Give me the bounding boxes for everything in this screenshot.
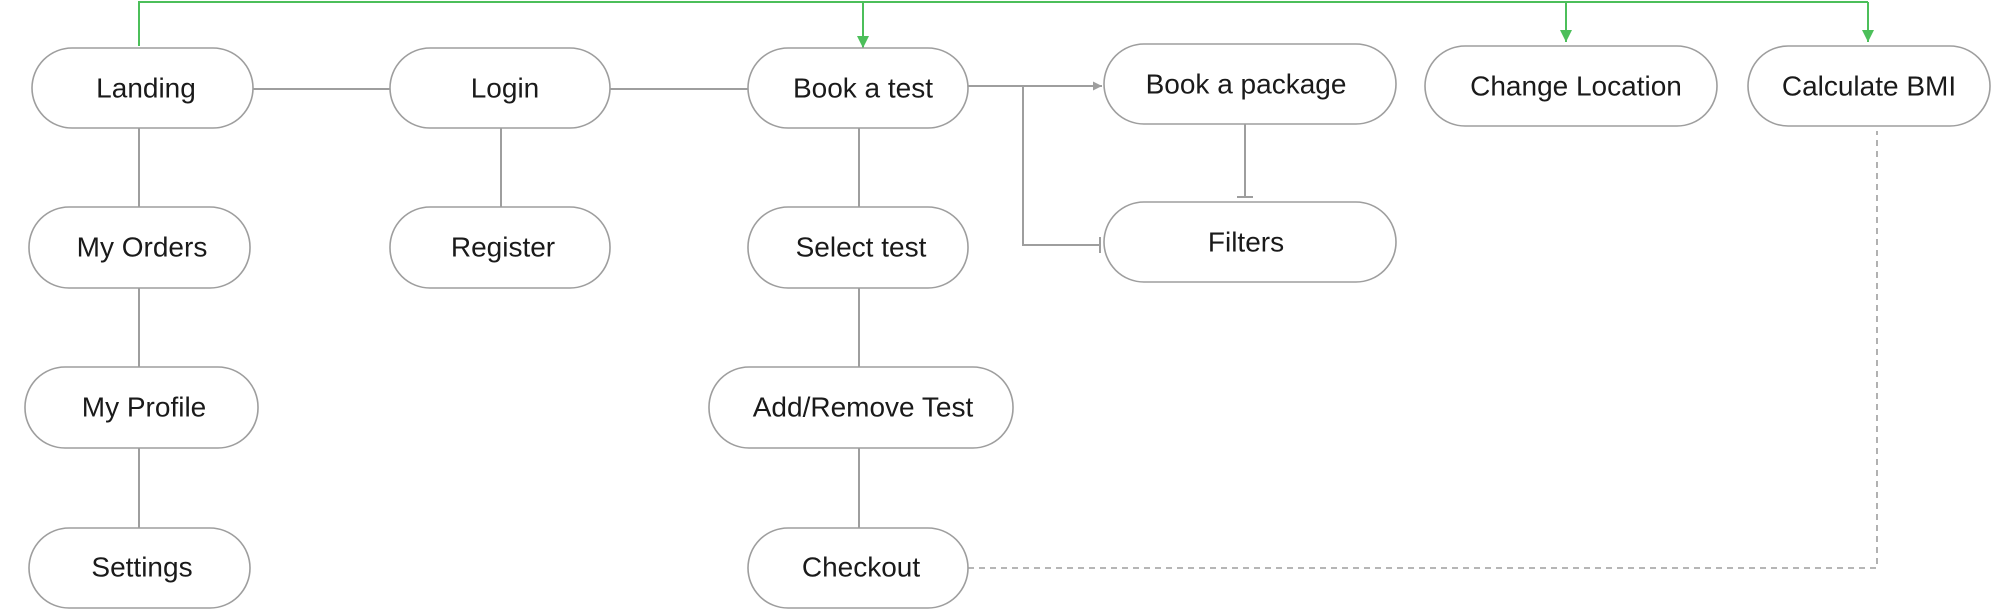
node-settings-label: Settings [91,552,192,583]
node-my-orders[interactable]: My Orders [28,206,251,289]
edge-book-test-filters [1022,86,1100,246]
node-add-remove-test[interactable]: Add/Remove Test [708,366,1014,449]
node-filters[interactable]: Filters [1103,201,1397,283]
connectors [138,1,1878,569]
node-landing[interactable]: Landing [31,47,254,129]
node-select-test-label: Select test [796,232,927,263]
node-checkout-label: Checkout [802,552,921,583]
node-book-package[interactable]: Book a package [1103,43,1397,125]
node-change-location[interactable]: Change Location [1424,45,1718,127]
node-calculate-bmi[interactable]: Calculate BMI [1747,45,1991,127]
node-book-test-label: Book a test [793,73,933,104]
node-register[interactable]: Register [389,206,611,289]
node-my-profile[interactable]: My Profile [24,366,259,449]
node-filters-label: Filters [1208,227,1284,258]
edge-green-trunk [138,1,1868,46]
node-landing-label: Landing [96,73,196,104]
node-settings[interactable]: Settings [28,527,251,609]
node-add-remove-test-label: Add/Remove Test [753,392,974,423]
node-calculate-bmi-label: Calculate BMI [1782,71,1956,102]
node-book-package-label: Book a package [1146,69,1347,100]
node-change-location-label: Change Location [1470,71,1682,102]
node-login[interactable]: Login [389,47,611,129]
node-login-label: Login [471,73,540,104]
node-book-test[interactable]: Book a test [747,47,969,129]
edge-checkout-calculate-bmi [968,131,1878,569]
node-select-test[interactable]: Select test [747,206,969,289]
node-my-profile-label: My Profile [82,392,206,423]
node-register-label: Register [451,232,555,263]
node-my-orders-label: My Orders [77,232,208,263]
node-checkout[interactable]: Checkout [747,527,969,609]
